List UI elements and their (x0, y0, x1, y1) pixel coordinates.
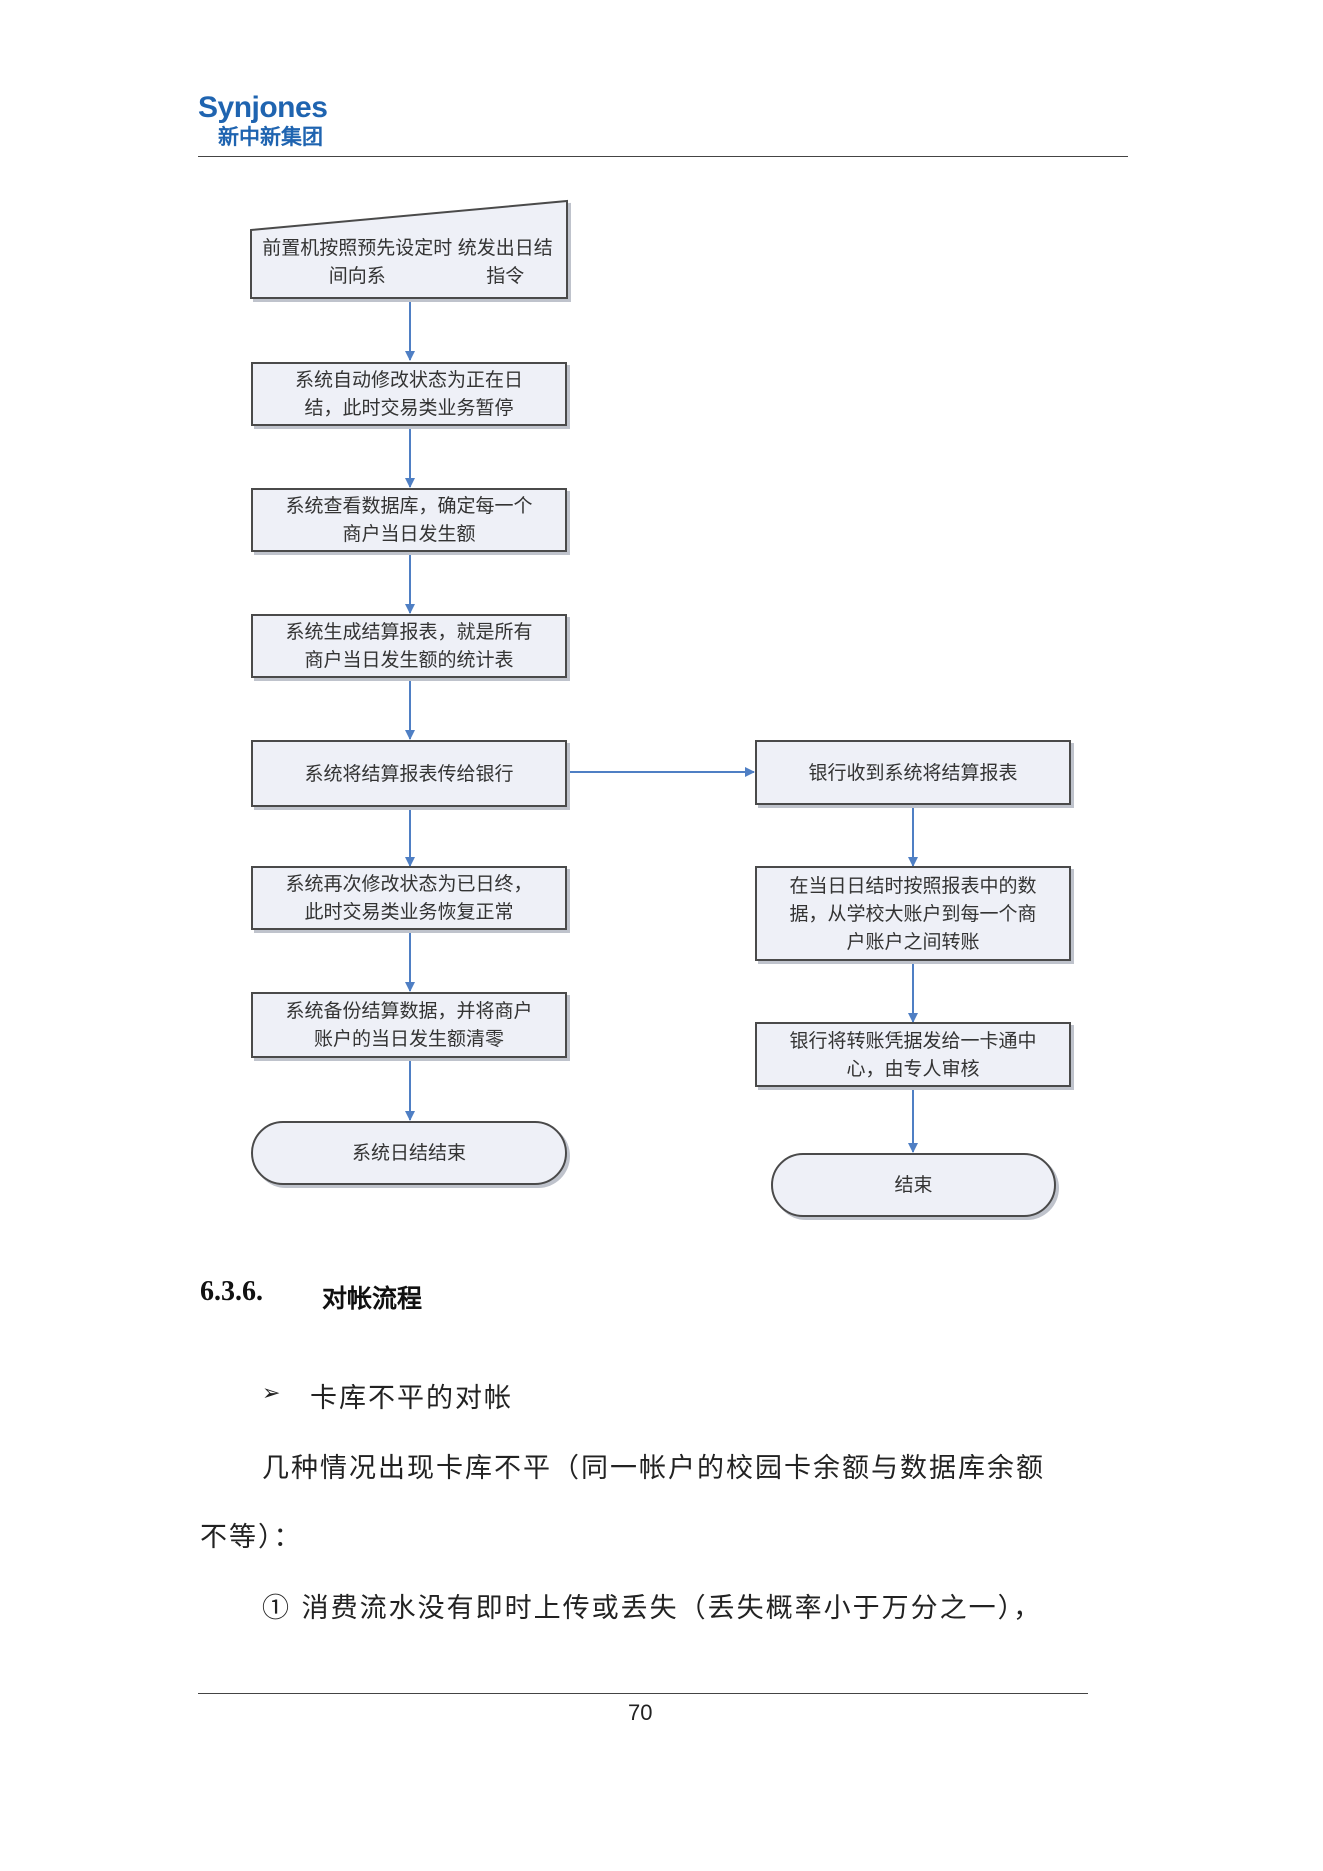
manual-input-shape (250, 199, 568, 299)
company-logo: Synjones 新中新集团 (198, 91, 328, 150)
flow-step-bank: 银行将转账凭据发给一卡通中 心，由专人审核 (755, 1022, 1071, 1087)
section-number: 6.3.6. (200, 1276, 263, 1307)
flow-step-bank: 在当日日结时按照报表中的数 据，从学校大账户到每一个商 户账户之间转账 (755, 866, 1071, 961)
flow-step: 系统查看数据库，确定每一个 商户当日发生额 (251, 488, 567, 552)
bullet-text: 卡库不平的对帐 (310, 1383, 513, 1414)
flow-step: 系统备份结算数据，并将商户 账户的当日发生额清零 (251, 992, 567, 1058)
flow-step: 系统将结算报表传给银行 (251, 740, 567, 807)
bullet-arrow-icon: ➢ (262, 1381, 281, 1406)
flow-step-start: 前置机按照预先设定时间向系 统发出日结指令 (262, 237, 553, 287)
flow-step: 系统自动修改状态为正在日 结，此时交易类业务暂停 (251, 362, 567, 426)
header-rule (198, 156, 1128, 157)
flow-end-right: 结束 (771, 1153, 1056, 1217)
paragraph-line: 不等）： (200, 1522, 303, 1553)
list-item: ① 消费流水没有即时上传或丢失（丢失概率小于万分之一）， (262, 1593, 1043, 1624)
flow-step: 系统再次修改状态为已日终， 此时交易类业务恢复正常 (251, 866, 567, 930)
section-title: 对帐流程 (322, 1284, 423, 1313)
flow-step-bank: 银行收到系统将结算报表 (755, 740, 1071, 805)
logo-chinese: 新中新集团 (218, 125, 323, 149)
flow-step: 系统生成结算报表，就是所有 商户当日发生额的统计表 (251, 614, 567, 678)
flow-end-left: 系统日结结束 (251, 1121, 567, 1185)
page-number: 70 (628, 1700, 653, 1725)
footer-rule (198, 1693, 1088, 1694)
paragraph-line: 几种情况出现卡库不平（同一帐户的校园卡余额与数据库余额 (262, 1453, 1045, 1484)
logo-english: Synjones (198, 91, 328, 124)
